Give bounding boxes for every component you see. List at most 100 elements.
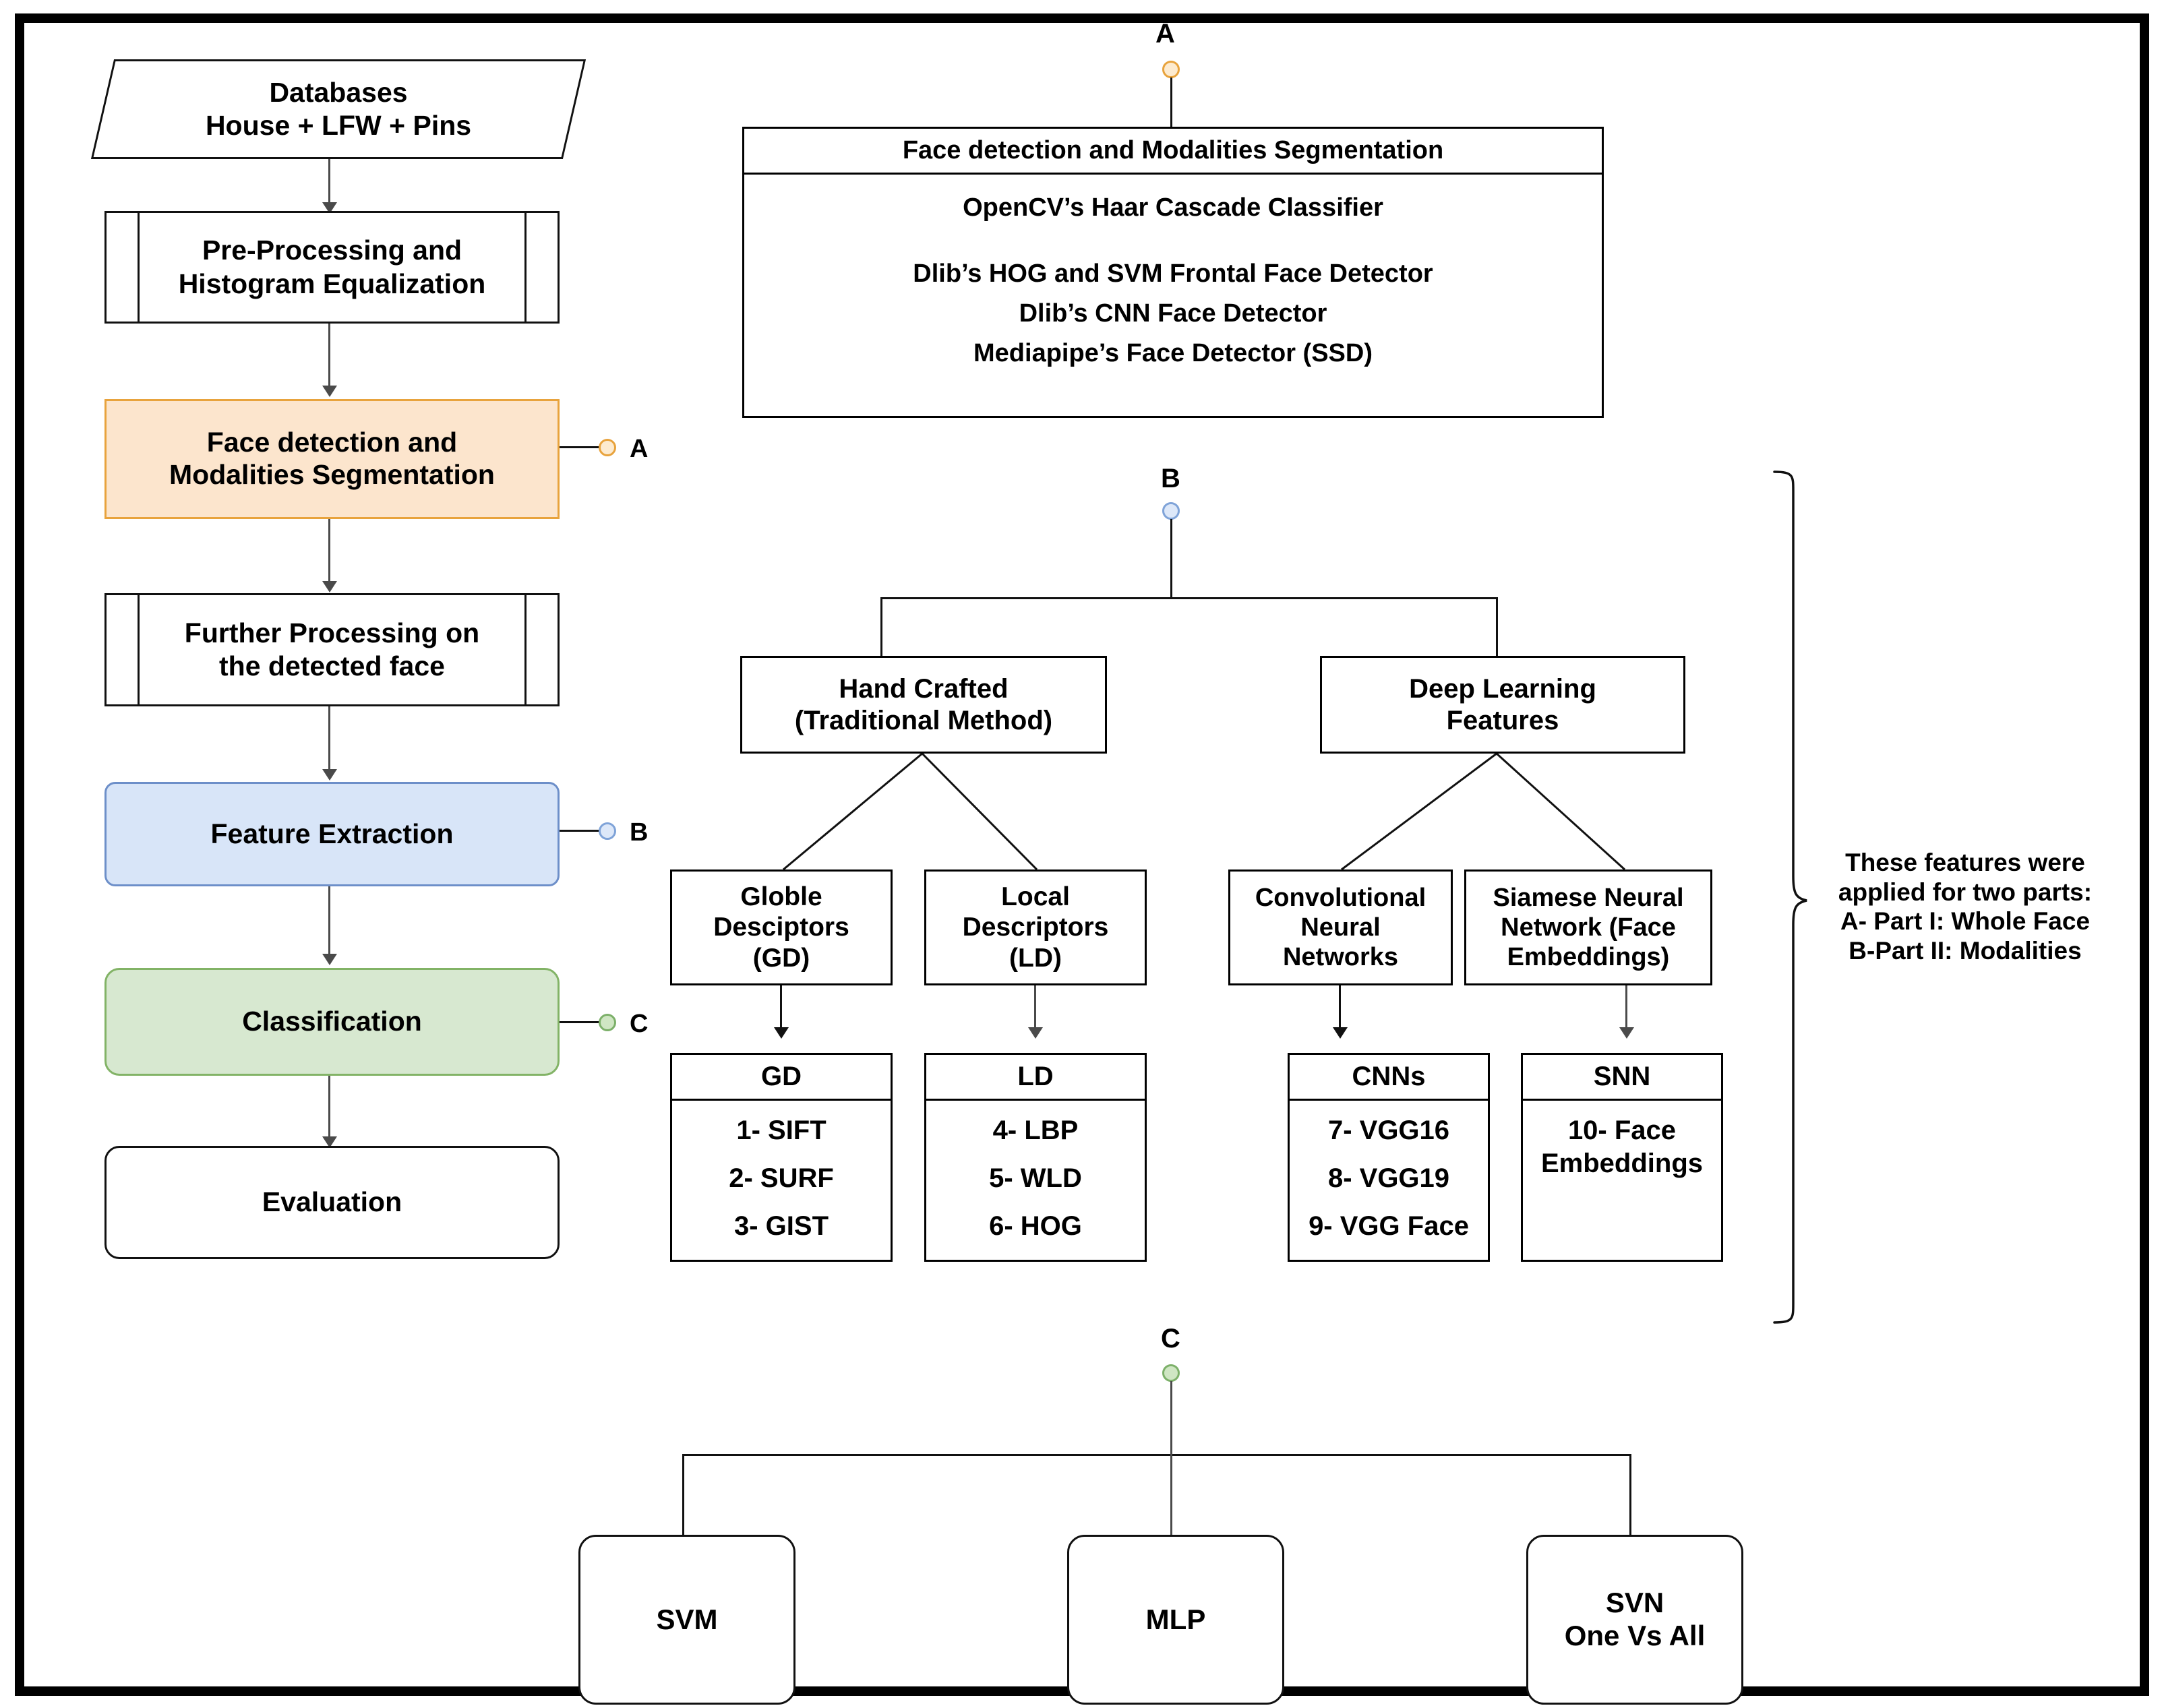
tap-a-line [560,446,601,448]
arrow-feature-to-class-head [322,954,337,965]
snn-item-1: Embeddings [1540,1149,1704,1178]
panel-a-stem [1170,78,1172,128]
features-parts-note: These features were applied for two part… [1838,849,2093,965]
panel-b-dot [1162,502,1180,520]
panel-c-stem [1170,1381,1172,1455]
panel-b-tag: B [1161,464,1180,493]
tap-a-label: A [630,435,649,463]
gd-arrow-line [780,985,782,1033]
evaluation-node: Evaluation [104,1146,560,1259]
feature-extraction-label: Feature Extraction [210,818,454,849]
preprocessing-label: Pre-Processing and Histogram Equalizatio… [178,235,486,299]
snn-arrow-head [1619,1027,1634,1039]
cnns-item-2: 9- VGG Face [1309,1211,1469,1241]
ld-item-0: 4- LBP [992,1116,1079,1145]
panel-b-split-bar [880,597,1498,599]
snn-node: Siamese Neural Network (Face Embeddings) [1464,870,1712,985]
snn-node-label: Siamese Neural Network (Face Embeddings) [1493,883,1684,972]
classification-node: Classification [104,968,560,1076]
arrow-further-to-feature-head [322,769,337,781]
global-descriptors-node: Globle Desciptors (GD) [670,870,893,985]
classification-label: Classification [242,1006,422,1037]
further-processing-label: Further Processing on the detected face [184,617,480,681]
cnns-listbox: CNNs 7- VGG16 8- VGG19 9- VGG Face [1288,1053,1490,1262]
panel-c-split-bar [682,1454,1631,1456]
panel-a-body: OpenCV’s Haar Cascade Classifier Dlib’s … [744,175,1602,416]
ld-arrow-line [1034,985,1036,1033]
hand-crafted-label: Hand Crafted (Traditional Method) [794,674,1053,735]
arrow-preproc-to-face-head [322,386,337,397]
gd-arrow-head [774,1027,789,1039]
panel-a: Face detection and Modalities Segmentati… [742,127,1604,418]
mlp-node: MLP [1067,1535,1284,1705]
cnns-listbox-items: 7- VGG16 8- VGG19 9- VGG Face [1290,1101,1488,1260]
panel-a-title: Face detection and Modalities Segmentati… [744,129,1602,175]
gd-listbox-head: GD [672,1055,891,1101]
tap-b-dot [599,822,616,840]
snn-listbox: SNN 10- Face Embeddings [1521,1053,1723,1262]
panel-b-stem [1170,519,1172,599]
feature-extraction-node: Feature Extraction [104,782,560,886]
panel-a-tag: A [1155,19,1175,49]
cnns-item-1: 8- VGG19 [1327,1163,1450,1193]
arrow-feature-to-class-line [328,886,330,960]
panel-c-right-drop [1629,1454,1631,1536]
arrow-db-to-preproc-head [322,202,337,214]
svn-one-vs-all-node: SVN One Vs All [1526,1535,1743,1705]
tap-c-dot [599,1014,616,1031]
arrow-further-to-feature-line [328,706,330,776]
ld-item-1: 5- WLD [989,1163,1082,1193]
cnn-arrow-line [1339,985,1341,1033]
deep-learning-label: Deep Learning Features [1409,674,1596,735]
gd-item-1: 2- SURF [729,1163,834,1193]
panel-a-item-3: Mediapipe’s Face Detector (SSD) [973,339,1373,367]
svm-label: SVM [656,1603,718,1635]
panel-a-item-1: Dlib’s HOG and SVM Frontal Face Detector [913,260,1433,288]
svn-one-vs-all-label: SVN One Vs All [1564,1587,1706,1651]
panel-c-left-drop [682,1454,684,1536]
panel-b-left-drop [880,597,882,657]
cnn-node: Convolutional Neural Networks [1228,870,1453,985]
local-descriptors-node: Local Descriptors (LD) [924,870,1147,985]
arrow-db-to-preproc-line [328,159,330,208]
panel-c-tag: C [1161,1324,1180,1353]
tap-b-line [560,830,601,832]
further-processing-node: Further Processing on the detected face [104,593,560,706]
tap-c-label: C [630,1010,649,1038]
tap-b-label: B [630,818,649,847]
preprocessing-node: Pre-Processing and Histogram Equalizatio… [104,211,560,324]
arrow-class-to-eval-head [322,1136,337,1148]
arrow-class-to-eval-line [328,1076,330,1143]
panel-a-item-0: OpenCV’s Haar Cascade Classifier [963,193,1383,222]
databases-label: Databases House + LFW + Pins [205,76,472,141]
arrow-face-to-further-line [328,519,330,588]
snn-listbox-head: SNN [1523,1055,1721,1101]
face-detection-node: Face detection and Modalities Segmentati… [104,399,560,519]
tap-c-line [560,1021,601,1023]
deep-learning-node: Deep Learning Features [1320,656,1685,754]
cnns-listbox-head: CNNs [1290,1055,1488,1101]
panel-c-mid-drop [1170,1454,1172,1536]
svm-node: SVM [578,1535,795,1705]
snn-arrow-line [1625,985,1627,1033]
face-detection-label: Face detection and Modalities Segmentati… [169,427,495,490]
panel-a-dot [1162,61,1180,78]
evaluation-label: Evaluation [262,1186,402,1218]
ld-arrow-head [1028,1027,1043,1039]
arrow-face-to-further-head [322,581,337,592]
ld-item-2: 6- HOG [989,1211,1082,1241]
mlp-label: MLP [1145,1603,1206,1635]
cnns-item-0: 7- VGG16 [1327,1116,1450,1145]
local-descriptors-label: Local Descriptors (LD) [962,882,1109,973]
hand-crafted-node: Hand Crafted (Traditional Method) [740,656,1107,754]
databases-node: Databases House + LFW + Pins [90,59,587,159]
ld-listbox-head: LD [926,1055,1145,1101]
panel-a-item-2: Dlib’s CNN Face Detector [1019,299,1327,328]
tap-a-dot [599,439,616,456]
global-descriptors-label: Globle Desciptors (GD) [713,882,849,973]
ld-listbox: LD 4- LBP 5- WLD 6- HOG [924,1053,1147,1262]
cnn-arrow-head [1333,1027,1348,1039]
arrow-preproc-to-face-line [328,324,330,392]
gd-listbox-items: 1- SIFT 2- SURF 3- GIST [672,1101,891,1260]
ld-listbox-items: 4- LBP 5- WLD 6- HOG [926,1101,1145,1260]
